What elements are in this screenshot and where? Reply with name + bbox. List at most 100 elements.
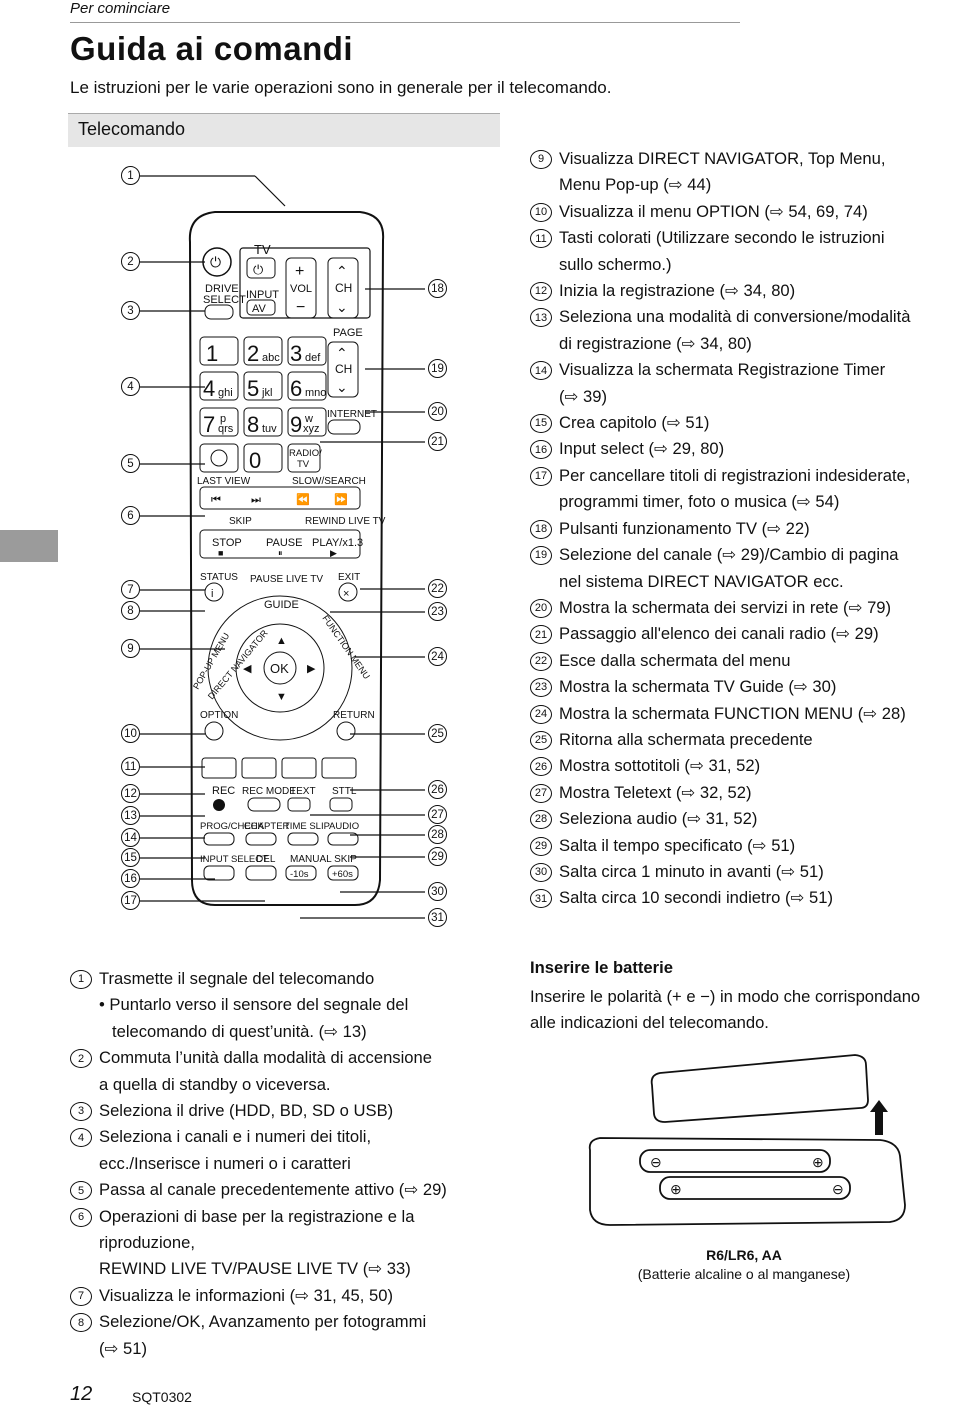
callout-30: 30 bbox=[428, 882, 447, 901]
callout-24: 24 bbox=[428, 647, 447, 666]
tv-label: TV bbox=[254, 242, 271, 257]
callout-18: 18 bbox=[428, 279, 447, 298]
item-text-line: Inizia la registrazione (⇨ 34, 80) bbox=[559, 281, 796, 301]
svg-text:2: 2 bbox=[247, 341, 259, 366]
item-number: 6 bbox=[70, 1207, 92, 1227]
svg-text:REWIND LIVE TV: REWIND LIVE TV bbox=[305, 516, 386, 527]
item-text-line: nel sistema DIRECT NAVIGATOR ecc. bbox=[559, 571, 844, 591]
item-text-line: Seleziona il drive (HDD, BD, SD o USB) bbox=[99, 1101, 394, 1121]
page-number: 12 bbox=[70, 1383, 93, 1405]
svg-text:×: × bbox=[343, 588, 349, 600]
item-text-line: Passaggio all'elenco dei canali radio (⇨… bbox=[559, 624, 879, 644]
svg-text:⊕: ⊕ bbox=[812, 1154, 824, 1170]
svg-text:AUDIO: AUDIO bbox=[329, 821, 359, 832]
item-text-line: programmi timer, foto o musica (⇨ 54) bbox=[559, 492, 840, 512]
callout-7: 7 bbox=[121, 580, 140, 599]
svg-text:−: − bbox=[296, 299, 305, 316]
item-text-line: Mostra la schermata FUNCTION MENU (⇨ 28) bbox=[559, 703, 906, 723]
item-number: 25 bbox=[530, 730, 552, 750]
svg-text:◀: ◀ bbox=[243, 663, 252, 675]
section-label: Per cominciare bbox=[70, 0, 171, 17]
bullet-line: telecomando di quest’unità. (⇨ 13) bbox=[112, 1021, 367, 1041]
svg-text:STOP: STOP bbox=[212, 537, 242, 549]
item-number: 9 bbox=[530, 150, 552, 169]
item-text-line: Tasti colorati (Utilizzare secondo le is… bbox=[559, 228, 885, 248]
item-text-line: ecc./Inserisce i numeri o i caratteri bbox=[99, 1153, 351, 1173]
item-text-line: (⇨ 39) bbox=[559, 386, 608, 406]
item-number: 31 bbox=[530, 889, 552, 909]
svg-text:-10s: -10s bbox=[290, 869, 309, 880]
callout-14: 14 bbox=[121, 828, 140, 847]
svg-text:abc: abc bbox=[262, 352, 280, 364]
item-number: 11 bbox=[530, 229, 552, 249]
item-text-line: Ritorna alla schermata precedente bbox=[559, 729, 813, 749]
item-number: 20 bbox=[530, 598, 552, 618]
item-number: 10 bbox=[530, 202, 552, 222]
svg-text:LAST VIEW: LAST VIEW bbox=[197, 476, 251, 487]
item-text-line: Seleziona i canali e i numeri dei titoli… bbox=[99, 1127, 372, 1147]
select-label: SELECT bbox=[203, 294, 246, 306]
input-label: INPUT bbox=[246, 289, 279, 301]
svg-text:MANUAL SKIP: MANUAL SKIP bbox=[290, 854, 357, 865]
item-text-line: a quella di standby o viceversa. bbox=[99, 1074, 331, 1094]
svg-text:+60s: +60s bbox=[332, 869, 353, 880]
svg-text:REC: REC bbox=[212, 785, 235, 797]
callout-2: 2 bbox=[121, 252, 140, 271]
svg-text:OPTION: OPTION bbox=[200, 710, 238, 721]
battery-title: Inserire le batterie bbox=[530, 958, 673, 977]
item-number: 2 bbox=[70, 1049, 92, 1069]
page-label: PAGE bbox=[333, 327, 363, 339]
av-label: AV bbox=[252, 303, 267, 315]
callout-10: 10 bbox=[121, 724, 140, 743]
callout-31: 31 bbox=[428, 908, 447, 927]
item-text-line: Trasmette il segnale del telecomando bbox=[99, 969, 375, 988]
item-number: 28 bbox=[530, 810, 552, 830]
item-text-line: Visualizza le informazioni (⇨ 31, 45, 50… bbox=[99, 1285, 393, 1305]
svg-text:9: 9 bbox=[290, 412, 302, 437]
item-text-line: Menu Pop-up (⇨ 44) bbox=[559, 175, 712, 195]
item-number: 17 bbox=[530, 466, 552, 486]
item-text-line: Passa al canale precedentemente attivo (… bbox=[99, 1180, 447, 1200]
svg-text:RADIO/: RADIO/ bbox=[289, 448, 322, 459]
callout-29: 29 bbox=[428, 847, 447, 866]
svg-text:▶: ▶ bbox=[330, 548, 337, 558]
item-number: 3 bbox=[70, 1102, 92, 1122]
callout-5: 5 bbox=[121, 454, 140, 473]
callout-1: 1 bbox=[121, 166, 140, 185]
callout-20: 20 bbox=[428, 402, 447, 421]
callout-28: 28 bbox=[428, 825, 447, 844]
item-number: 18 bbox=[530, 519, 552, 539]
svg-text:tuv: tuv bbox=[262, 423, 277, 435]
battery-type-label: R6/LR6, AA bbox=[706, 1247, 782, 1263]
item-text-line: Selezione del canale (⇨ 29)/Cambio di pa… bbox=[559, 545, 899, 565]
document-code: SQT0302 bbox=[132, 1389, 192, 1405]
svg-text:0: 0 bbox=[249, 448, 261, 473]
callout-27: 27 bbox=[428, 805, 447, 824]
item-number: 22 bbox=[530, 651, 552, 671]
svg-text:INTERNET: INTERNET bbox=[327, 409, 377, 420]
svg-text:STTL: STTL bbox=[332, 786, 357, 797]
callout-3: 3 bbox=[121, 301, 140, 320]
item-text-line: Salta circa 1 minuto in avanti (⇨ 51) bbox=[559, 861, 824, 881]
list-item: 3 Seleziona il drive (HDD, BD, SD o USB) bbox=[70, 1098, 510, 1124]
svg-text:DEL: DEL bbox=[256, 854, 276, 865]
svg-text:⌃: ⌃ bbox=[336, 345, 348, 361]
ch-label: CH bbox=[335, 281, 352, 295]
svg-text:OK: OK bbox=[270, 661, 289, 676]
item-text-line: Operazioni di base per la registrazione … bbox=[99, 1206, 415, 1226]
list-item: 11 Tasti colorati (Utilizzare secondo le … bbox=[530, 225, 960, 278]
svg-text:w: w bbox=[304, 413, 313, 425]
item-number: 15 bbox=[530, 414, 552, 434]
